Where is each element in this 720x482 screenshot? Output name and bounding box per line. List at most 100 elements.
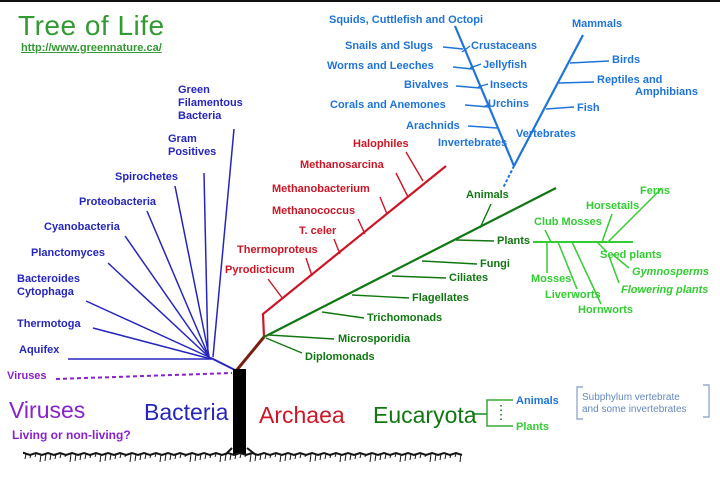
branch-flowering	[608, 255, 620, 284]
page-title: Tree of Life	[18, 10, 165, 41]
label-flowering-plants: Flowering plants	[621, 284, 709, 296]
label-reptiles-and: Reptiles and	[597, 74, 663, 86]
label-bacteroides-cytophaga: Bacteroides Cytophaga	[17, 273, 80, 298]
label-insects: Insects	[490, 79, 528, 91]
bacteria-stem	[210, 357, 238, 372]
label-vertebrates: Vertebrates	[516, 128, 576, 140]
label-aquifex: Aquifex	[19, 344, 60, 356]
animals-dashed-link	[502, 165, 515, 189]
label-thermotoga: Thermotoga	[17, 318, 81, 330]
branch-microsporidia	[268, 334, 335, 340]
domain-label-archaea: Archaea	[259, 402, 345, 428]
label-club-mosses: Club Mosses	[534, 216, 602, 228]
label-flagellates: Flagellates	[412, 292, 469, 304]
label-arachnids: Arachnids	[406, 120, 460, 132]
tick-reptiles	[558, 81, 595, 84]
animal-subtree-branches	[442, 25, 610, 189]
tick-fish	[545, 106, 575, 110]
note-bracket-left	[576, 386, 583, 420]
branch-hornworts	[571, 241, 602, 305]
domain-label-eucaryota: Eucaryota	[373, 402, 477, 428]
label-halophiles: Halophiles	[353, 138, 409, 150]
archaea-eucaryota-stem	[234, 336, 266, 372]
label-corals-and-anemones: Corals and Anemones	[330, 99, 446, 111]
tick-worms	[452, 66, 473, 70]
tick-urchins	[482, 103, 491, 108]
branch-fungi	[421, 260, 478, 265]
eucaryota-legend-fork	[472, 384, 710, 427]
branch-gram-positives	[203, 172, 209, 357]
eucaryota-main-branch	[263, 187, 557, 338]
tick-bivalves	[455, 85, 481, 89]
label-green-filamentous-bacteria: Green Filamentous Bacteria	[178, 84, 243, 122]
label-living-or-nonliving: Living or non-living?	[12, 428, 131, 442]
archaea-branches	[261, 151, 447, 338]
label-diplomonads: Diplomonads	[305, 351, 375, 363]
label-ciliates: Ciliates	[449, 272, 489, 284]
label-methanobacterium: Methanobacterium	[272, 183, 370, 195]
branch-seed-plants	[596, 241, 608, 253]
branch-animals	[479, 203, 492, 229]
branch-t-celer	[333, 238, 341, 255]
tick-insects	[477, 83, 489, 88]
archaea-main-branch	[261, 165, 447, 338]
roots-path	[23, 451, 463, 457]
label-methanococcus: Methanococcus	[272, 205, 356, 217]
trunk	[233, 369, 246, 454]
label-urchins: Urchins	[488, 98, 529, 110]
tick-crustaceans	[461, 45, 471, 53]
label-snails-and-slugs: Snails and Slugs	[345, 40, 434, 52]
label-gram-positives: Gram Positives	[168, 133, 217, 158]
label-fungi: Fungi	[480, 258, 510, 270]
legend-label-animals: Animals	[516, 395, 559, 407]
note-subphylum-line1: Subphylum vertebrate	[582, 392, 680, 403]
label-invertebrates: Invertebrates	[438, 137, 508, 149]
domain-label-viruses: Viruses	[9, 397, 86, 423]
label-gymnosperms: Gymnosperms	[632, 266, 710, 278]
bacteria-branches	[68, 128, 238, 372]
branch-ferns	[607, 188, 662, 243]
label-jellyfish: Jellyfish	[483, 59, 528, 71]
branch-bacteroides	[85, 300, 212, 359]
label-seed-plants: Seed plants	[600, 249, 662, 261]
label-birds: Birds	[612, 54, 641, 66]
branch-green-filamentous	[212, 128, 235, 358]
domain-label-bacteria: Bacteria	[144, 399, 229, 425]
branch-horsetails	[601, 213, 613, 243]
label-methanosarcina: Methanosarcina	[300, 159, 384, 171]
source-url-link[interactable]: http://www.greennature.ca/	[21, 42, 162, 54]
eucaryota-branches	[263, 187, 557, 354]
label-planctomyces: Planctomyces	[31, 247, 105, 259]
vertebrate-diagonal	[513, 34, 584, 167]
branch-liverworts	[557, 241, 578, 290]
tick-snails	[442, 46, 464, 50]
branch-methanobacterium	[379, 196, 388, 215]
label-ferns: Ferns	[640, 185, 670, 197]
label-squids-cuttlefish-octopi: Squids, Cuttlefish and Octopi	[329, 14, 483, 26]
label-mosses: Mosses	[531, 273, 572, 285]
label-viruses-small: Viruses	[7, 370, 47, 382]
branch-halophiles	[405, 151, 424, 182]
label-worms-and-leeches: Worms and Leeches	[327, 60, 434, 72]
label-crustaceans: Crustaceans	[471, 40, 538, 52]
branch-planctomyces	[107, 262, 211, 359]
label-proteobacteria: Proteobacteria	[79, 196, 157, 208]
note-subphylum-line2: and some invertebrates	[582, 404, 687, 415]
note-bracket-right	[703, 384, 710, 418]
tick-arachnids	[467, 125, 498, 129]
label-animals: Animals	[466, 189, 509, 201]
branch-proteobacteria	[146, 210, 210, 358]
viruses-dashed-line	[55, 372, 233, 380]
label-pyrodicticum: Pyrodicticum	[225, 264, 295, 276]
tick-jellyfish	[469, 63, 482, 69]
branch-methanosarcina	[395, 172, 409, 198]
legend-label-plants: Plants	[516, 421, 550, 433]
label-fish: Fish	[577, 102, 600, 114]
branch-diplomonads	[265, 337, 303, 354]
label-microsporidia: Microsporidia	[338, 333, 411, 345]
branch-club-mosses	[544, 229, 552, 243]
label-mammals: Mammals	[572, 18, 623, 30]
label-liverworts: Liverworts	[545, 289, 601, 301]
